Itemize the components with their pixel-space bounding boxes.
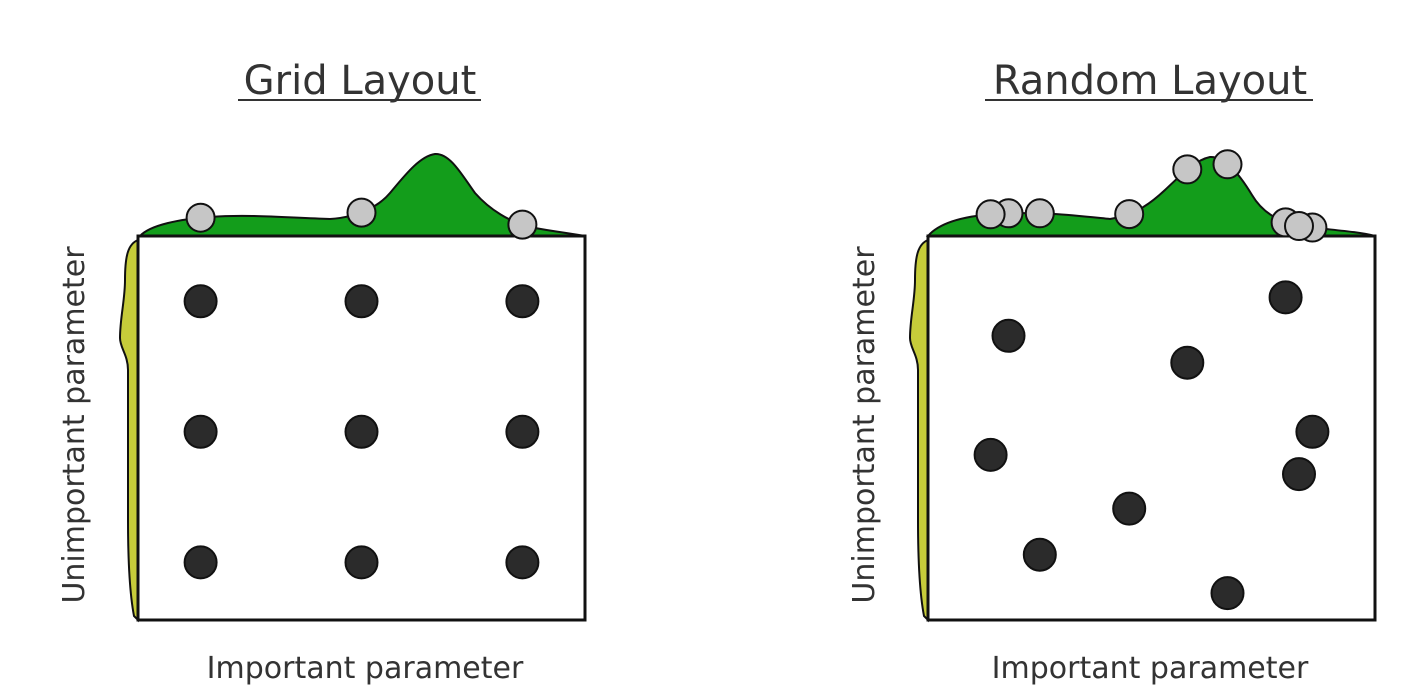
grid-sample-point — [344, 414, 379, 449]
random-sample-point — [1282, 457, 1316, 492]
grid-sample-point — [183, 284, 218, 319]
grid-sample-point — [505, 284, 540, 319]
grid-y-axis-label: Unimportant parameter — [57, 246, 92, 604]
random-sample-point — [1295, 414, 1330, 449]
random-projected-sample — [1284, 211, 1314, 241]
random-sample-points — [973, 280, 1330, 611]
grid-sample-point — [183, 545, 218, 580]
grid-layout-panel: Grid Layout Important parameter Unimport… — [57, 58, 587, 686]
random-projected-samples — [975, 149, 1328, 243]
random-y-axis-label: Unimportant parameter — [847, 246, 882, 604]
random-sample-point — [1022, 537, 1057, 572]
random-projected-sample — [1212, 149, 1243, 180]
random-sample-point — [1112, 491, 1147, 526]
random-sample-point — [991, 318, 1026, 353]
random-projected-sample — [1114, 199, 1145, 230]
random-projected-sample — [1024, 198, 1055, 229]
random-projected-sample — [975, 199, 1006, 230]
random-sample-point — [1170, 345, 1205, 380]
grid-projected-sample — [346, 197, 377, 228]
grid-sample-point — [505, 545, 540, 580]
grid-sample-points — [183, 284, 540, 580]
random-sample-point — [973, 437, 1008, 472]
random-layout-title: Random Layout — [993, 58, 1307, 104]
random-unimportant-density-curve — [908, 238, 929, 623]
grid-unimportant-density-curve — [118, 238, 139, 623]
grid-projected-sample — [507, 209, 538, 240]
grid-layout-title: Grid Layout — [244, 58, 477, 104]
grid-projected-samples — [185, 197, 538, 240]
random-projected-sample — [1172, 154, 1203, 185]
random-sample-point — [1210, 576, 1245, 611]
grid-sample-point — [344, 284, 379, 319]
grid-sample-point — [505, 414, 540, 449]
grid-sample-point — [344, 545, 379, 580]
grid-projected-sample — [185, 202, 216, 233]
random-layout-panel: Random Layout Important parameter Unimpo… — [847, 58, 1377, 686]
random-sample-point — [1268, 280, 1303, 315]
grid-sample-point — [183, 414, 218, 449]
grid-x-axis-label: Important parameter — [207, 651, 524, 686]
random-x-axis-label: Important parameter — [992, 651, 1309, 686]
